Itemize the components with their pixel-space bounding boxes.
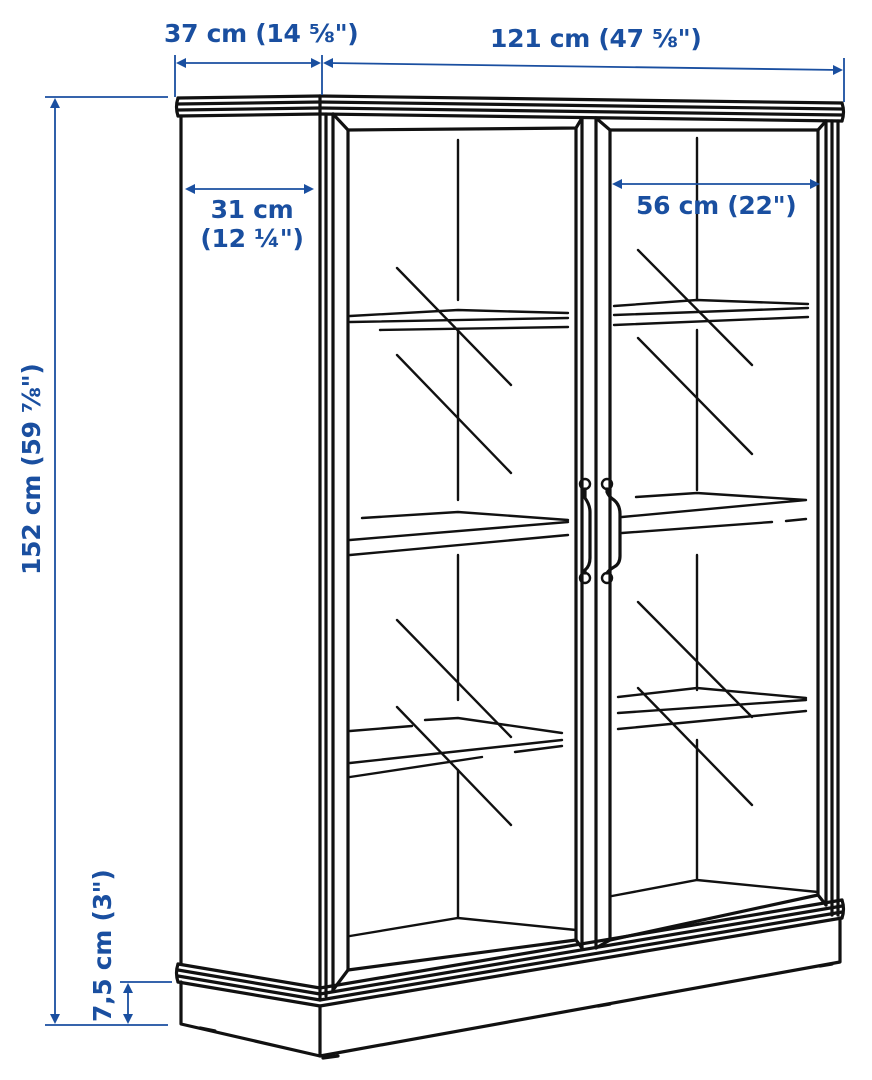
cabinet-top-molding: [318, 94, 846, 123]
depth-inner-metric: 31 cm: [210, 195, 294, 224]
cabinet-base: [174, 898, 846, 1060]
base-height-label: 7,5 cm (3"): [88, 869, 117, 1022]
width-outer-label: 121 cm (47 ⅝"): [490, 24, 702, 53]
cabinet-side-panel: [174, 94, 322, 1002]
dimension-lines: [45, 55, 845, 1026]
height-total-label: 152 cm (59 ⅞"): [17, 363, 46, 575]
left-glass-door: [331, 112, 584, 992]
cabinet-front-frame: [324, 112, 840, 998]
depth-outer-label: 37 cm (14 ⅝"): [164, 19, 359, 48]
door-handles: [578, 477, 622, 585]
depth-inner-imperial: (12 ¼"): [200, 223, 304, 253]
shelf-width-label: 56 cm (22"): [636, 191, 797, 220]
right-glass-door: [594, 116, 828, 950]
depth-inner-label: 31 cm (12 ¼"): [196, 195, 308, 254]
